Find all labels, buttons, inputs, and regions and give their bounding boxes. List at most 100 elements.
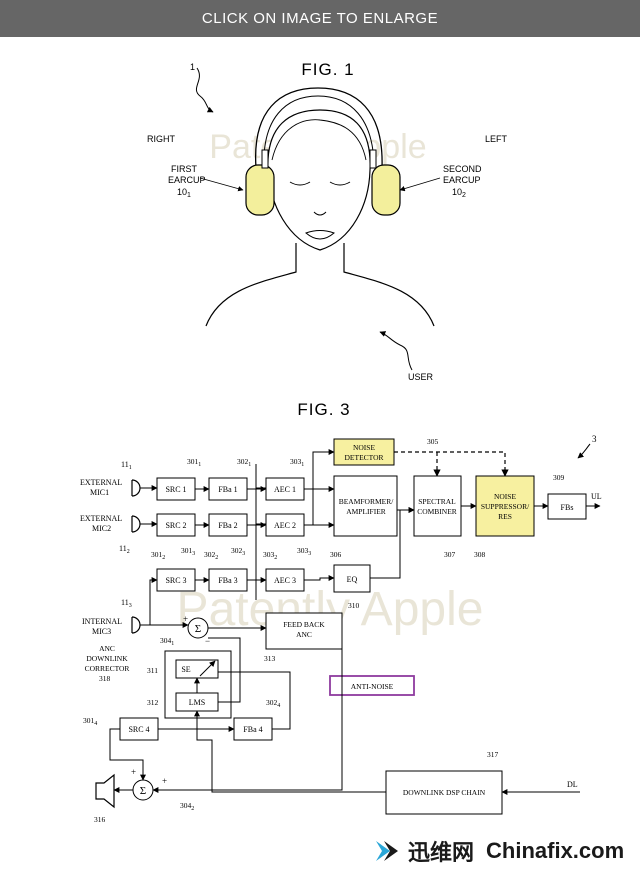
anti-noise-label: ANTI-NOISE	[351, 682, 394, 691]
external-mic2-icon	[131, 515, 141, 533]
fig1-ref: 1	[190, 62, 195, 72]
noise-detector-block	[333, 438, 395, 466]
chinafix-logo-cn: 迅维网	[408, 840, 475, 865]
fba2-block	[208, 513, 248, 537]
r302-2: 3022	[204, 550, 218, 561]
ul-label: UL	[591, 492, 602, 501]
beamformer-block	[333, 475, 398, 537]
lms-block	[175, 692, 219, 712]
r311-label: 311	[147, 666, 158, 675]
r306: 306	[330, 550, 342, 559]
r318-label: 318	[99, 674, 111, 683]
fig1-user-arrow	[379, 331, 413, 371]
r302-4: 3024	[266, 698, 280, 709]
summer-304-2-symbol: Σ	[140, 785, 146, 797]
ext-mic2-label-a: EXTERNAL	[80, 514, 122, 523]
beamformer-label-2: AMPLIFIER	[346, 507, 386, 516]
minus-sign-1: −	[205, 636, 210, 646]
anc-downlink-corrector-group	[164, 650, 232, 719]
r309: 309	[553, 473, 565, 482]
se-adapt-arrow	[199, 660, 216, 677]
eq-label: EQ	[347, 575, 358, 584]
ext-mic1-ref: 111	[121, 460, 132, 471]
anti-noise-box	[329, 675, 415, 696]
aec2-label: AEC 2	[274, 521, 296, 530]
r301-2: 3012	[151, 550, 165, 561]
fig1-ref-arrow	[195, 67, 214, 113]
feedback-anc-label-2: ANC	[296, 630, 312, 639]
downlink-dsp-block	[385, 770, 503, 815]
fig1-title: FIG. 1	[301, 60, 354, 79]
src1-block	[156, 477, 196, 501]
banner-label: CLICK ON IMAGE TO ENLARGE	[201, 10, 439, 27]
head-outline	[267, 109, 371, 251]
noise-suppressor-label-3: RES	[498, 512, 512, 521]
downlink-dsp-label: DOWNLINK DSP CHAIN	[403, 788, 486, 797]
r308: 308	[474, 550, 486, 559]
aec2-block	[265, 513, 305, 537]
r302-3: 3023	[231, 546, 245, 557]
noise-detector-label-1: NOISE	[353, 443, 376, 452]
ext-mic2-ref: 112	[119, 544, 130, 555]
noise-detector-label-2: DETECTOR	[344, 453, 383, 462]
spectral-combiner-label-2: COMBINER	[417, 507, 457, 516]
r301-4: 3014	[83, 716, 97, 727]
ext-mic2-label-b: MIC2	[92, 524, 111, 533]
fig1-watermark: Patently Apple	[209, 128, 426, 166]
se-block	[175, 659, 219, 679]
summer-304-1	[187, 617, 209, 639]
second-earcup-leader	[399, 177, 441, 192]
summer-304-1-symbol: Σ	[195, 623, 201, 635]
r313: 313	[264, 654, 276, 663]
aec1-block	[265, 477, 305, 501]
corrector-label-3: CORRECTOR	[85, 664, 130, 673]
r305: 305	[427, 437, 439, 446]
chinafix-logo-en: Chinafix.com	[486, 838, 625, 863]
src4-label: SRC 4	[128, 725, 149, 734]
src2-block	[156, 513, 196, 537]
r303-1: 3031	[290, 457, 304, 468]
corrector-label-2: DOWNLINK	[86, 654, 128, 663]
chinafix-logo: 迅维网 Chinafix.com	[366, 829, 636, 873]
r303-2: 3032	[263, 550, 277, 561]
feedback-anc-label-1: FEED BACK	[283, 620, 325, 629]
r307: 307	[444, 550, 456, 559]
plus-sign-2: +	[131, 767, 136, 777]
fig3-title: FIG. 3	[297, 400, 350, 419]
fig3-ref: 3	[592, 434, 597, 444]
second-earcup	[371, 164, 401, 216]
second-earcup-clip	[369, 149, 377, 169]
feedback-anc-block	[265, 612, 343, 650]
int-mic3-label-b: MIC3	[92, 627, 111, 636]
fba2-label: FBa 2	[218, 521, 237, 530]
fba1-label: FBa 1	[218, 485, 237, 494]
ext-mic1-label-a: EXTERNAL	[80, 478, 122, 487]
r312-label: 312	[147, 698, 159, 707]
control-wires-dashed	[394, 451, 509, 477]
r304-1: 3041	[160, 636, 174, 647]
second-earcup-ref: 102	[452, 187, 466, 199]
enlarge-image-banner[interactable]: CLICK ON IMAGE TO ENLARGE	[0, 0, 640, 37]
r316: 316	[94, 815, 106, 824]
fba4-block	[233, 717, 273, 741]
internal-mic3-icon	[131, 616, 141, 634]
aec3-label: AEC 3	[274, 576, 296, 585]
first-earcup-leader	[199, 177, 244, 192]
second-earcup-label-2: EARCUP	[443, 175, 481, 185]
first-earcup	[245, 164, 275, 216]
ext-mic1-label-b: MIC1	[90, 488, 109, 497]
r303-3: 3033	[297, 546, 311, 557]
se-label: SE	[181, 665, 190, 674]
external-mic1-icon	[131, 479, 141, 497]
r302-1: 3021	[237, 457, 251, 468]
plus-sign-1: +	[183, 614, 188, 624]
src2-label: SRC 2	[165, 521, 186, 530]
int-mic3-ref: 113	[121, 598, 132, 609]
fba3-label: FBa 3	[218, 576, 237, 585]
second-earcup-label-1: SECOND	[443, 164, 482, 174]
src3-label: SRC 3	[165, 576, 186, 585]
first-earcup-label-1: FIRST	[171, 164, 198, 174]
r317: 317	[487, 750, 499, 759]
noise-suppressor-block	[475, 475, 535, 537]
